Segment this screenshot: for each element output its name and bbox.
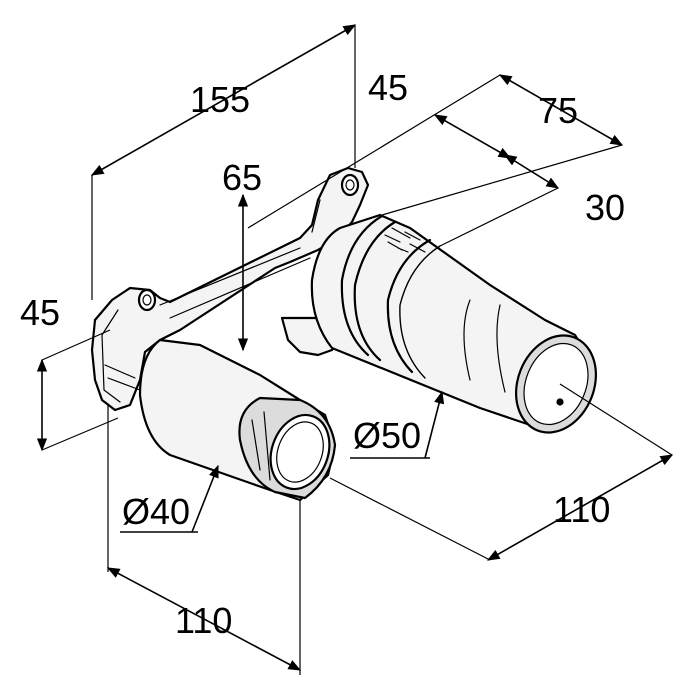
label-depth-a: 45: [368, 67, 408, 108]
label-dia-outlet: Ø40: [122, 491, 190, 532]
right-mounting-hole: [340, 173, 360, 197]
label-length-right: 110: [553, 489, 610, 530]
bracket-rib: [101, 199, 321, 403]
label-depth-c: 30: [585, 187, 625, 228]
collar-ring-4: [399, 245, 441, 379]
dimension-lines: [36, 24, 674, 675]
collar-ring-2: [353, 220, 397, 362]
collar-ring-3: [386, 238, 432, 374]
end-cap-pin: [556, 398, 564, 406]
left-mounting-hole: [137, 288, 157, 312]
valve-body-drawing: [90, 166, 598, 502]
dim-line-length-right: [486, 454, 674, 561]
label-height-left: 45: [20, 292, 60, 333]
bracket-edge: [104, 364, 141, 391]
dim-line-depth-b: [498, 74, 624, 146]
label-height-mid: 65: [222, 157, 262, 198]
label-length-front: 110: [175, 600, 232, 641]
dim-line-width: [90, 24, 357, 176]
dim-line-depth-a: [433, 114, 512, 159]
collar-ring-1: [340, 214, 384, 357]
label-dia-body: Ø50: [353, 415, 421, 456]
label-depth-b: 75: [538, 90, 578, 131]
body-marking: [384, 227, 426, 253]
label-width-total: 155: [190, 79, 250, 120]
dim-line-length-front: [106, 567, 302, 671]
